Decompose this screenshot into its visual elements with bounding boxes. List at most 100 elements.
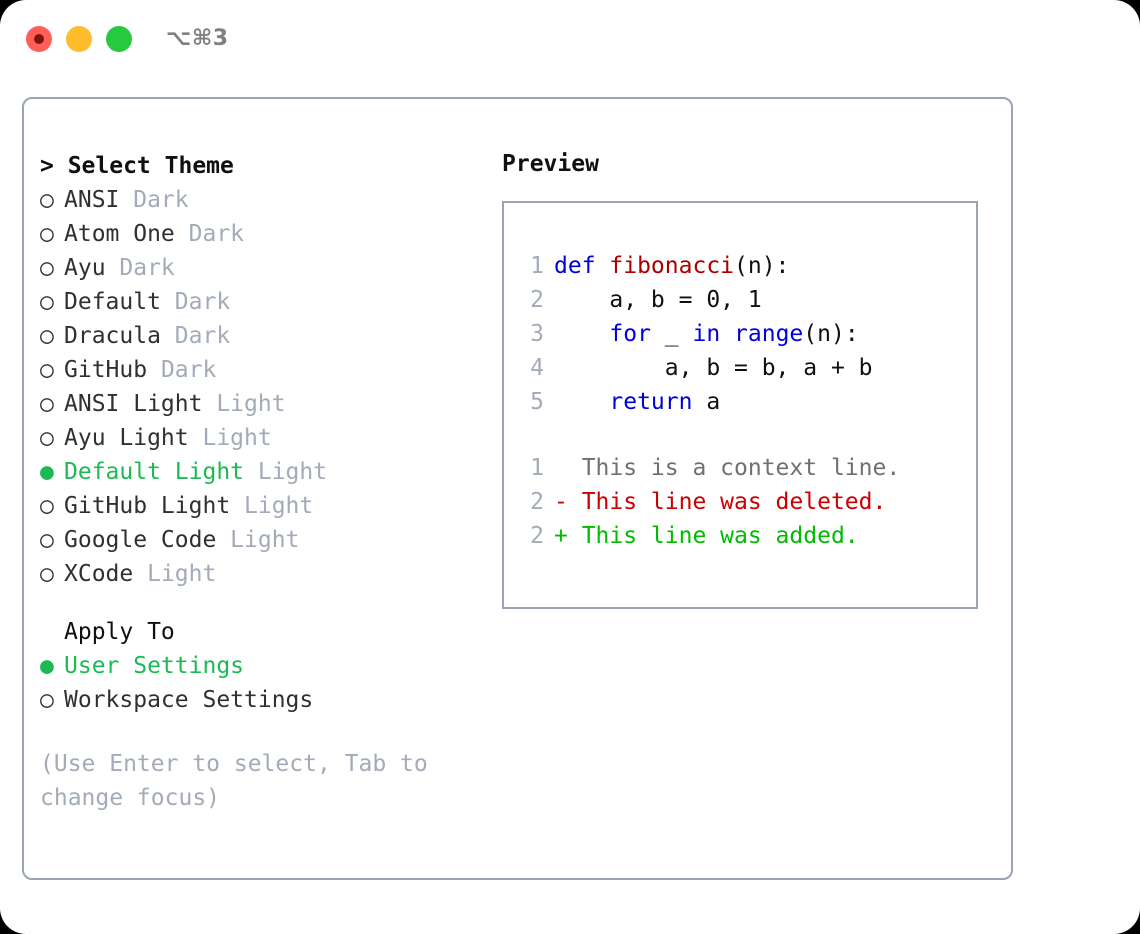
code-token: a (692, 389, 721, 415)
diff-line-number: 2 (530, 523, 544, 549)
code-token: (n): (803, 321, 859, 347)
code-line-number: 2 (530, 287, 544, 313)
theme-list-item[interactable]: ○ ANSI Dark (40, 183, 470, 217)
theme-name: Atom One (64, 221, 175, 247)
theme-name: Google Code (64, 527, 217, 553)
diff-line-number: 2 (530, 489, 544, 515)
theme-name: GitHub Light (64, 493, 231, 519)
apply-to-item[interactable]: ● User Settings (40, 649, 470, 683)
radio-empty-icon: ○ (40, 561, 54, 587)
preview-title: Preview (502, 151, 599, 177)
theme-list-item[interactable]: ○XCode Light (40, 557, 470, 591)
diff-line-text: - This line was deleted. (554, 489, 887, 515)
radio-selected-icon: ● (40, 653, 54, 679)
theme-list-item[interactable]: ○Default Dark (40, 285, 470, 319)
radio-empty-icon: ○ (40, 357, 54, 383)
apply-to-list[interactable]: ● User Settings ○ Workspace Settings (40, 649, 470, 717)
apply-to-item[interactable]: ○ Workspace Settings (40, 683, 470, 717)
code-token (554, 389, 609, 415)
diff-line: 2 + This line was added. (518, 519, 968, 553)
theme-mode-tag: Dark (119, 187, 189, 213)
apply-to-label: User Settings (64, 653, 245, 679)
code-line-number: 4 (530, 355, 544, 381)
theme-list-item[interactable]: ○ Atom One Dark (40, 217, 470, 251)
code-token: return (609, 389, 693, 415)
code-line: 4 a, b = b, a + b (518, 351, 968, 385)
keyboard-hint-text: (Use Enter to select, Tab to change focu… (40, 751, 428, 811)
code-line: 2 a, b = 0, 1 (518, 283, 968, 317)
theme-mode-tag: Dark (160, 289, 231, 315)
theme-mode-tag: Dark (160, 323, 231, 349)
title-bar: ⌥⌘3 (0, 0, 1140, 80)
radio-empty-icon: ○ (40, 289, 54, 315)
radio-empty-icon: ○ (40, 221, 54, 247)
code-token (554, 321, 609, 347)
main-panel: > Select Theme ○ANSI Dark○Atom One Dark○… (22, 97, 1013, 880)
code-line: 3 for _ in range(n): (518, 317, 968, 351)
theme-mode-tag: Light (244, 459, 328, 485)
radio-empty-icon: ○ (40, 425, 54, 451)
theme-name: Ayu Light (64, 425, 189, 451)
theme-selector-column: > Select Theme ○ANSI Dark○Atom One Dark○… (40, 149, 470, 815)
diff-line: 1 This is a context line. (518, 451, 968, 485)
code-token: fibonacci (609, 253, 735, 279)
theme-list-item[interactable]: ○ GitHub Dark (40, 353, 470, 387)
diff-line-text: + This line was added. (554, 523, 859, 549)
theme-name: XCode (64, 561, 134, 587)
radio-empty-icon: ○ (40, 187, 54, 213)
theme-mode-tag: Dark (174, 221, 245, 247)
theme-name: GitHub (64, 357, 148, 383)
radio-selected-icon: ● (40, 459, 54, 485)
theme-name: Default Light (64, 459, 245, 485)
code-line-number: 3 (530, 321, 544, 347)
code-token: in (692, 321, 721, 347)
select-theme-title: > Select Theme (40, 153, 234, 179)
theme-list-item[interactable]: ○ Google Code Light (40, 523, 470, 557)
diff-line: 2 - This line was deleted. (518, 485, 968, 519)
theme-list[interactable]: ○ANSI Dark○Atom One Dark○Ayu Dark○Defaul… (40, 183, 470, 591)
code-token (720, 321, 734, 347)
code-token: range (734, 321, 804, 347)
diff-line-number: 1 (530, 455, 544, 481)
theme-list-item[interactable]: ○ Ayu Light Light (40, 421, 470, 455)
theme-name: ANSI Light (64, 391, 203, 417)
radio-empty-icon: ○ (40, 323, 54, 349)
theme-mode-tag: Dark (105, 255, 175, 281)
theme-mode-tag: Light (216, 527, 300, 553)
minimize-window-button[interactable] (66, 26, 92, 52)
maximize-window-button[interactable] (106, 26, 132, 52)
code-line: 1 def fibonacci(n): (518, 249, 968, 283)
diff-line-text: This is a context line. (554, 455, 901, 481)
theme-list-item[interactable]: ○ Dracula Dark (40, 319, 470, 353)
theme-mode-tag: Dark (147, 357, 217, 383)
apply-to-title: Apply To (64, 619, 175, 645)
theme-list-item[interactable]: ○Ayu Dark (40, 251, 470, 285)
theme-mode-tag: Light (202, 391, 286, 417)
code-token: (n): (734, 253, 790, 279)
theme-mode-tag: Light (188, 425, 272, 451)
code-token: def (554, 253, 610, 279)
apply-to-section: Apply To ● User Settings ○ Workspace Settin… (40, 615, 470, 717)
theme-list-item[interactable]: ● Default Light Light (40, 455, 470, 489)
radio-empty-icon: ○ (40, 391, 54, 417)
code-line: 5 return a (518, 385, 968, 419)
theme-list-item[interactable]: ○ GitHub Light Light (40, 489, 470, 523)
radio-empty-icon: ○ (40, 527, 54, 553)
radio-empty-icon: ○ (40, 493, 54, 519)
close-icon (34, 34, 44, 44)
theme-name: Dracula (64, 323, 161, 349)
theme-list-item[interactable]: ○ ANSI Light Light (40, 387, 470, 421)
code-token: a, b = 0, 1 (554, 287, 762, 313)
apply-to-label: Workspace Settings (64, 687, 314, 713)
code-line-number: 1 (530, 253, 544, 279)
keyboard-shortcut-label: ⌥⌘3 (166, 26, 229, 51)
theme-mode-tag: Light (230, 493, 314, 519)
theme-name: ANSI (64, 187, 120, 213)
radio-empty-icon: ○ (40, 687, 54, 713)
code-line-number: 5 (530, 389, 544, 415)
code-token: a, b = b, a + b (554, 355, 873, 381)
